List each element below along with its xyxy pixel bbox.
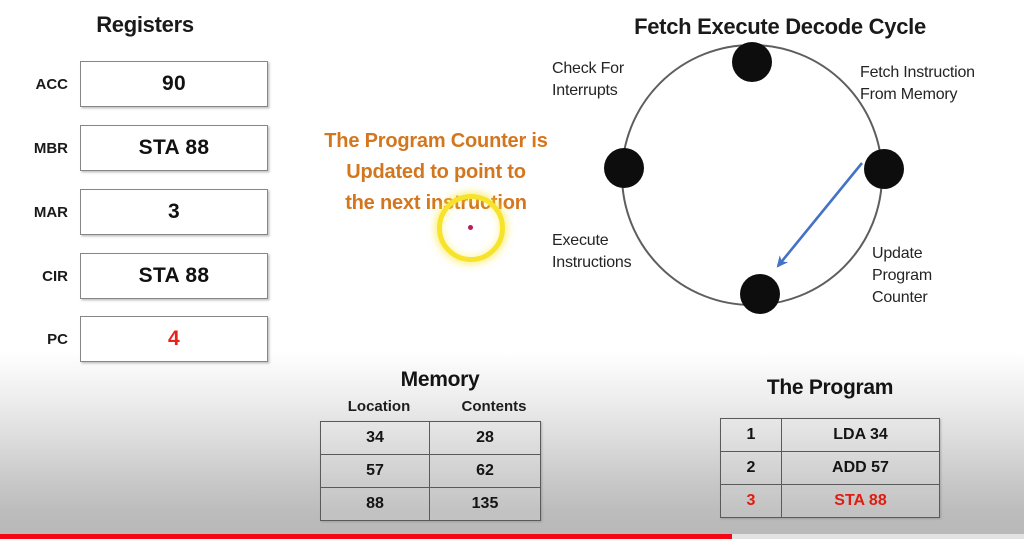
program-cell-line: 2 xyxy=(720,451,782,485)
memory-title: Memory xyxy=(400,368,480,391)
register-value-pc: 4 xyxy=(168,327,180,350)
table-row[interactable]: 3 STA 88 xyxy=(720,484,940,518)
memory-column-headers: Location Contents xyxy=(320,398,560,415)
register-row-pc: PC 4 xyxy=(0,315,290,363)
cycle-progress-arrow xyxy=(776,162,864,268)
memory-cell-contents: 62 xyxy=(429,454,541,488)
register-label-acc: ACC xyxy=(35,75,69,93)
annotation-text: The Program Counter is Updated to point … xyxy=(296,126,576,219)
register-label-mar: MAR xyxy=(33,203,68,221)
memory-cell-contents: 135 xyxy=(429,487,541,521)
table-row[interactable]: 88 135 xyxy=(320,487,541,521)
table-row[interactable]: 34 28 xyxy=(320,421,541,455)
program-cell-line: 3 xyxy=(720,484,782,518)
cycle-label-update-program-counter: Update Program Counter xyxy=(872,243,992,309)
register-row-cir: CIR STA 88 xyxy=(0,252,290,300)
cycle-label-fetch-line-1: Fetch Instruction xyxy=(860,64,975,81)
program-cell-instruction: ADD 57 xyxy=(781,451,940,485)
register-box-mbr[interactable]: STA 88 xyxy=(80,125,268,171)
program-table: 1 LDA 34 2 ADD 57 3 STA 88 xyxy=(720,418,940,518)
register-value-mar: 3 xyxy=(168,200,180,223)
memory-header-location: Location xyxy=(347,398,411,415)
register-label-cir: CIR xyxy=(42,267,68,285)
cycle-node-left[interactable] xyxy=(604,148,644,188)
register-label-pc: PC xyxy=(47,330,68,348)
cycle-label-execute-line-2: Instructions xyxy=(552,254,632,271)
register-box-mar[interactable]: 3 xyxy=(80,189,268,235)
cursor-pointer-dot xyxy=(468,225,473,230)
register-box-cir[interactable]: STA 88 xyxy=(80,253,268,299)
registers-title: Registers xyxy=(96,12,194,37)
register-value-cir: STA 88 xyxy=(138,264,210,287)
register-value-acc: 90 xyxy=(162,72,186,95)
register-box-acc[interactable]: 90 xyxy=(80,61,268,107)
register-row-acc: ACC 90 xyxy=(0,60,290,108)
cycle-graphic xyxy=(604,42,904,314)
memory-cell-contents: 28 xyxy=(429,421,541,455)
cycle-label-check-for-interrupts: Check For Interrupts xyxy=(552,58,692,102)
register-label-mbr: MBR xyxy=(33,139,68,157)
annotation-line-2: Updated to point to xyxy=(346,161,526,183)
video-progress-track[interactable] xyxy=(0,534,1024,539)
register-box-pc[interactable]: 4 xyxy=(80,316,268,362)
table-row[interactable]: 2 ADD 57 xyxy=(720,451,940,485)
cycle-label-update-line-2: Program xyxy=(872,267,932,284)
memory-panel: Memory Location Contents 34 28 57 62 88 … xyxy=(320,362,560,521)
cycle-node-top[interactable] xyxy=(732,42,772,82)
cursor-highlight-ring xyxy=(437,194,505,262)
cycle-label-check-line-2: Interrupts xyxy=(552,82,618,99)
program-cell-line: 1 xyxy=(720,418,782,452)
memory-cell-location: 34 xyxy=(320,421,430,455)
fetch-execute-cycle-diagram: Fetch Execute Decode Cycle Check For Int… xyxy=(540,0,1024,340)
register-value-mbr: STA 88 xyxy=(138,136,210,159)
memory-header-contents: Contents xyxy=(461,398,527,415)
cycle-label-check-line-1: Check For xyxy=(552,60,624,77)
register-row-mbr: MBR STA 88 xyxy=(0,124,290,172)
cycle-title: Fetch Execute Decode Cycle xyxy=(634,14,926,39)
cycle-label-fetch-line-2: From Memory xyxy=(860,86,958,103)
annotation-line-3: the next instruction xyxy=(345,192,527,214)
cycle-label-execute-line-1: Execute xyxy=(552,232,609,249)
program-title: The Program xyxy=(766,376,894,399)
program-cell-instruction: LDA 34 xyxy=(781,418,940,452)
cycle-label-fetch-instruction: Fetch Instruction From Memory xyxy=(860,62,1024,106)
cycle-label-execute-instructions: Execute Instructions xyxy=(552,230,702,274)
program-panel: The Program 1 LDA 34 2 ADD 57 3 STA 88 xyxy=(700,362,960,518)
memory-cell-location: 88 xyxy=(320,487,430,521)
cycle-node-bottom[interactable] xyxy=(740,274,780,314)
cycle-label-update-line-3: Counter xyxy=(872,289,928,306)
memory-cell-location: 57 xyxy=(320,454,430,488)
video-progress-fill xyxy=(0,534,733,539)
program-cell-instruction: STA 88 xyxy=(781,484,940,518)
table-row[interactable]: 1 LDA 34 xyxy=(720,418,940,452)
registers-panel: Registers ACC 90 MBR STA 88 MAR 3 CIR ST… xyxy=(0,0,300,380)
cycle-label-update-line-1: Update xyxy=(872,245,923,262)
cycle-node-right[interactable] xyxy=(864,149,904,189)
memory-table: 34 28 57 62 88 135 xyxy=(320,421,541,521)
annotation-line-1: The Program Counter is xyxy=(324,130,548,152)
table-row[interactable]: 57 62 xyxy=(320,454,541,488)
register-row-mar: MAR 3 xyxy=(0,188,290,236)
